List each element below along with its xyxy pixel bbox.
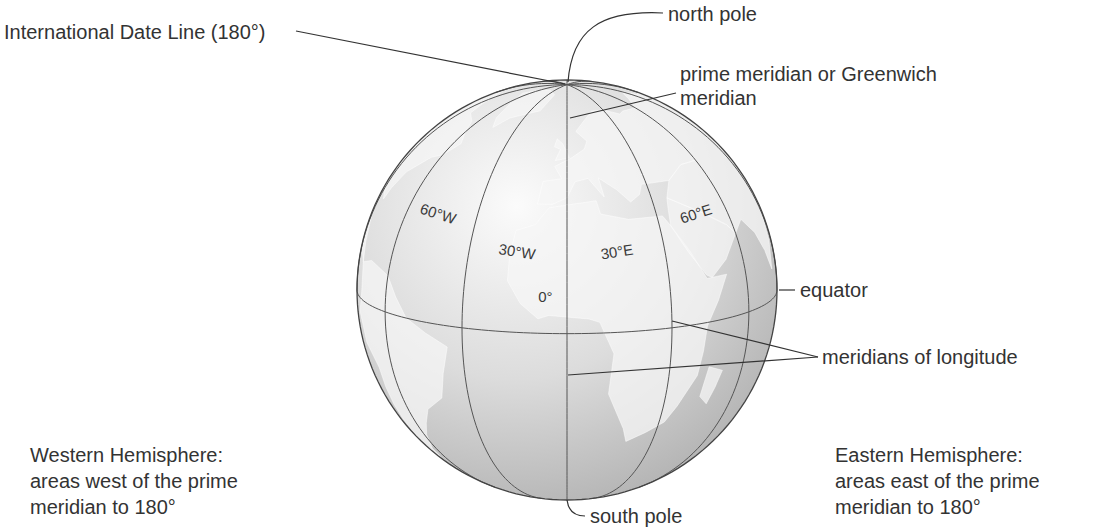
globe-outline (357, 80, 777, 500)
longitude-value: 30°E (600, 241, 635, 264)
longitude-value: 30°W (497, 240, 536, 264)
graticule-line (567, 85, 777, 290)
land-mass (362, 88, 509, 262)
leader-line (296, 31, 565, 84)
meridian-label: prime meridian or Greenwich meridian (680, 62, 950, 110)
leader-line (570, 93, 676, 118)
graticule-line (462, 85, 567, 499)
land-mass (621, 92, 771, 269)
longitude-value: 60°E (677, 200, 714, 227)
graticule-line (567, 85, 672, 499)
graticule-line (567, 85, 568, 500)
graticule-line (567, 83, 638, 92)
leader-line (779, 289, 795, 290)
hemisphere-note: Western Hemisphere: areas west of the pr… (30, 442, 262, 520)
hemisphere-note: Eastern Hemisphere: areas east of the pr… (835, 442, 1067, 520)
date-line-label: International Date Line (180°) (4, 20, 266, 44)
land-mass (700, 367, 723, 404)
land-mass (360, 260, 451, 464)
meridians-label: meridians of longitude (822, 345, 1018, 369)
graticule-line (357, 85, 567, 290)
longitude-value: 60°W (418, 200, 459, 229)
leader-line (567, 500, 585, 516)
graticule-line (567, 85, 749, 488)
leader-line (568, 357, 818, 375)
globe-sphere (357, 80, 777, 500)
equator-label: equator (800, 278, 868, 302)
graticule-line (567, 80, 568, 85)
pole-label: south pole (590, 505, 682, 527)
graticule-line (357, 290, 777, 334)
leader-line (672, 321, 818, 357)
leader-line (568, 13, 663, 82)
longitude-value: 0° (538, 288, 552, 306)
graticule-line (385, 85, 567, 488)
pole-label: north pole (668, 2, 757, 26)
